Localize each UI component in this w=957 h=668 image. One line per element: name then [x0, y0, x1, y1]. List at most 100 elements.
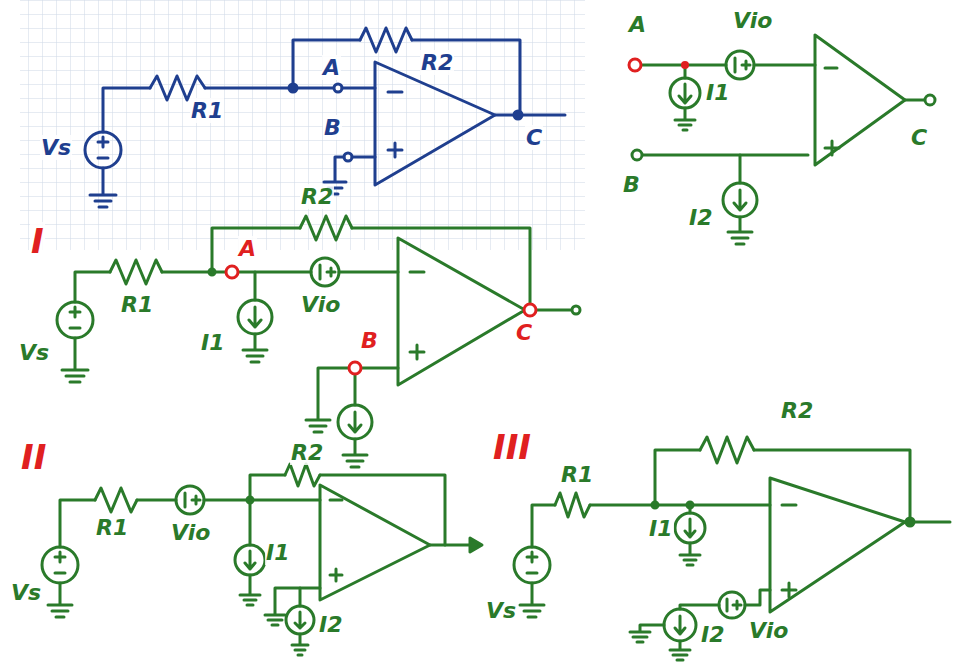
source-sign [527, 552, 537, 573]
wire [238, 271, 311, 274]
opamp-sign [782, 505, 796, 597]
wire [680, 605, 719, 609]
ground-symbol [243, 334, 267, 362]
wire [205, 87, 334, 90]
wire [299, 588, 302, 606]
circuit-label: Vs [485, 598, 517, 623]
current-source [664, 609, 696, 641]
circuit-label: Vio [748, 618, 789, 643]
wire [642, 154, 808, 157]
circuit-label: I1 [648, 516, 674, 541]
source-sign [70, 307, 80, 328]
wire [293, 40, 360, 88]
opamp-sign [330, 500, 342, 581]
current-source [723, 183, 757, 217]
circuit-label: B [360, 328, 379, 353]
circuit-label: B [323, 115, 342, 140]
circuit-label: C [525, 125, 543, 150]
current-source [338, 405, 372, 439]
circuit-label: III [492, 428, 532, 467]
inverting-amplifier [85, 28, 565, 207]
source-sign [320, 265, 335, 279]
circuit-label: II [20, 438, 47, 477]
ground-symbol [48, 583, 72, 617]
wire [495, 114, 565, 117]
junction-dot [906, 518, 914, 526]
wire [590, 504, 770, 507]
source-sign [55, 552, 65, 573]
wire [320, 475, 445, 545]
wire [532, 505, 555, 547]
opamp-model [632, 35, 935, 244]
current-source [238, 300, 272, 334]
circuit-label: R2 [290, 440, 324, 465]
ground-symbol [343, 439, 367, 467]
voltage-source [726, 51, 754, 79]
wire [254, 272, 257, 300]
current-arrow [734, 190, 746, 210]
circuit-label: Vs [40, 135, 72, 160]
wire [754, 64, 815, 67]
source-sign [727, 599, 741, 611]
wire [655, 450, 700, 505]
grid-paper [20, 0, 585, 250]
source-sign [98, 137, 108, 158]
wire [430, 544, 470, 547]
wire [204, 499, 320, 502]
opamp-symbol [320, 485, 430, 600]
terminal [572, 306, 580, 314]
circuit-label: Vio [300, 292, 341, 317]
circuit-label: R2 [420, 50, 454, 75]
opamp-symbol [375, 62, 495, 185]
ground-symbol [240, 575, 260, 605]
current-source [235, 545, 265, 575]
resistor-symbol [150, 76, 205, 100]
ground-symbol [680, 543, 700, 565]
wire [75, 272, 110, 302]
circuit-label: Vs [18, 340, 50, 365]
circuit-label: I2 [700, 622, 726, 647]
voltage-source [176, 486, 204, 514]
resistor-symbol [360, 28, 412, 52]
wire [352, 228, 530, 304]
arrowhead [470, 538, 482, 552]
wire [103, 88, 150, 132]
terminal [226, 266, 238, 278]
current-arrow [675, 616, 685, 634]
wire [739, 155, 742, 183]
wire [249, 500, 252, 545]
voltage-source [57, 302, 93, 338]
circuit-label: A [628, 12, 647, 37]
circuit-label: Vio [732, 8, 773, 33]
circuit-label: R2 [780, 398, 814, 423]
wire [536, 309, 572, 312]
wire [354, 374, 357, 405]
wire [250, 475, 285, 500]
current-arrow [349, 412, 361, 432]
circuit-label: R2 [300, 184, 334, 209]
current-arrow [685, 519, 695, 537]
circuit-label: R1 [560, 462, 594, 487]
resistor-symbol [700, 437, 754, 463]
circuit-label: I1 [200, 330, 226, 355]
ground-symbol [90, 168, 116, 207]
circuit-label: I2 [318, 612, 344, 637]
circuit-label: R1 [190, 98, 224, 123]
current-source [286, 606, 314, 634]
resistor-symbol [555, 493, 590, 517]
ground-symbol [675, 108, 695, 130]
opamp-sign [825, 68, 839, 155]
current-arrow [249, 307, 261, 327]
wire [905, 99, 925, 102]
circuit-label: R1 [120, 292, 154, 317]
circuit-label: A [322, 55, 341, 80]
current-source [670, 78, 700, 108]
junction-dot [514, 111, 522, 119]
wire [342, 87, 375, 90]
current-arrow [245, 551, 255, 569]
ground-symbol [306, 368, 349, 432]
ground-symbol [670, 641, 690, 660]
circuit-two [42, 464, 482, 655]
junction-dot [681, 61, 689, 69]
